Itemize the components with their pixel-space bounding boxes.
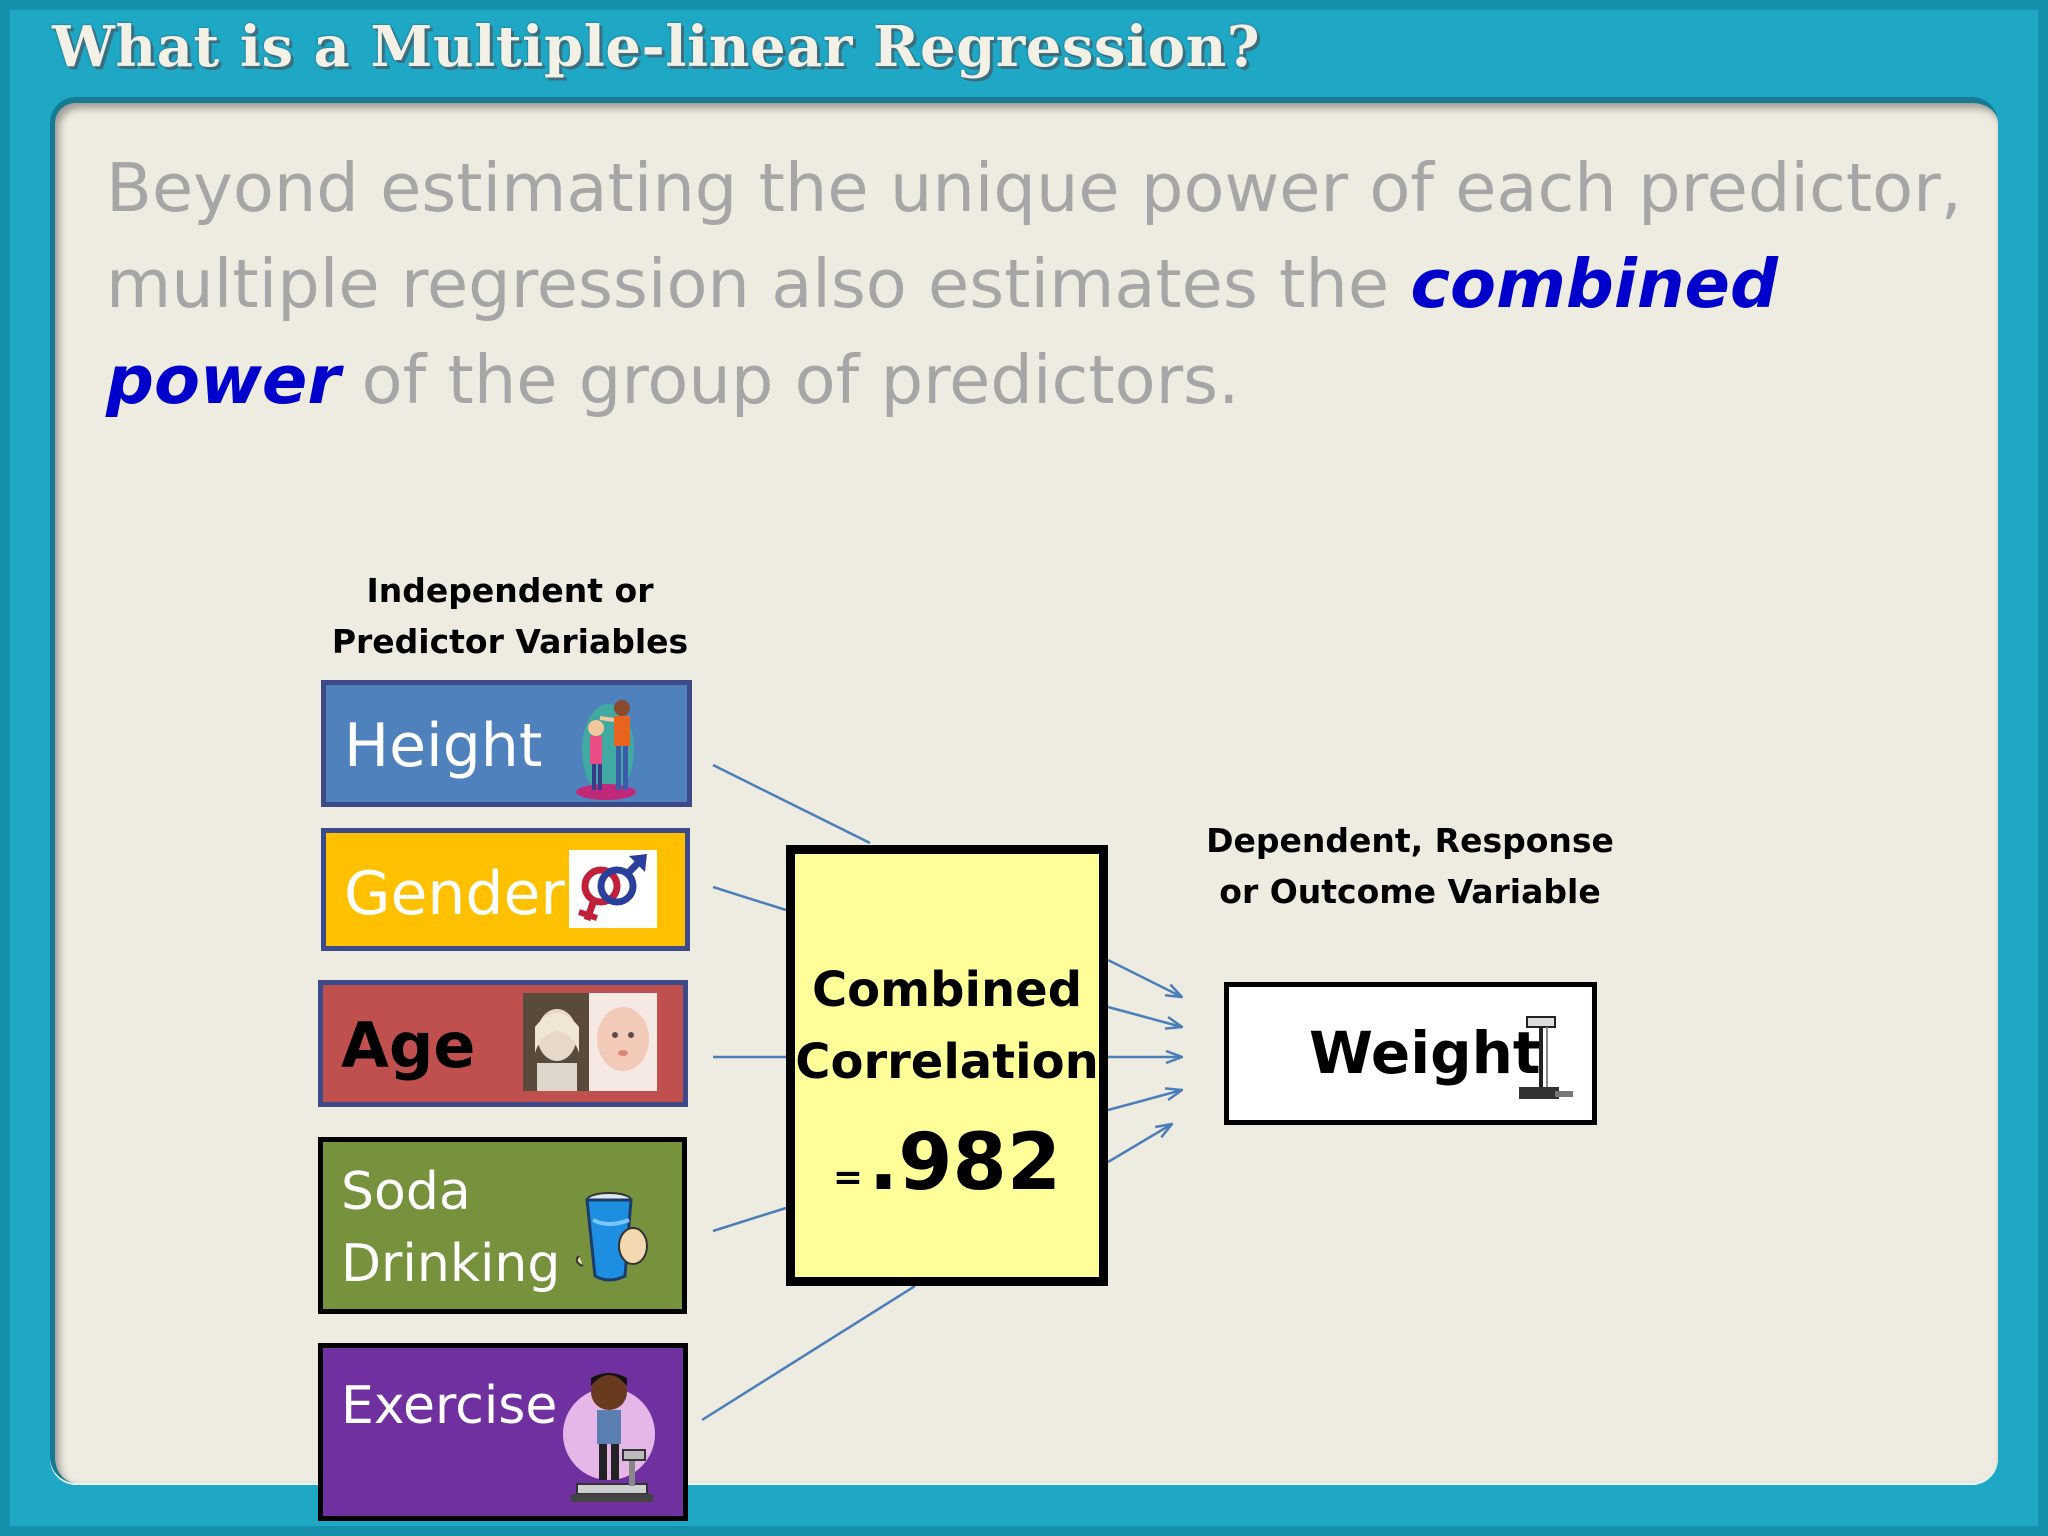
connector-gender xyxy=(712,885,787,912)
age-photos-icon xyxy=(523,993,657,1091)
combined-equals: = xyxy=(832,1157,864,1198)
connector-exercise xyxy=(701,1284,916,1422)
predictor-label-exercise: Exercise xyxy=(341,1376,558,1436)
combined-value: .982 xyxy=(868,1118,1062,1208)
intro-text-part1: Beyond estimating the unique power of ea… xyxy=(106,149,1962,323)
intro-text-part2: of the group of predictors. xyxy=(340,341,1240,419)
predictor-exercise: Exercise xyxy=(318,1343,688,1521)
combined-line1: Combined xyxy=(811,962,1083,1018)
connector-height xyxy=(712,763,871,845)
predictor-label-age: Age xyxy=(341,1009,476,1082)
treadmill-runner-icon xyxy=(563,1373,655,1502)
arrow-to-weight-2 xyxy=(1107,1005,1182,1027)
gender-symbols-icon xyxy=(569,850,657,928)
arrow-to-weight-4 xyxy=(1107,1090,1182,1112)
predictor-label-soda-line1: Soda xyxy=(341,1162,471,1222)
predictor-height: Height xyxy=(321,680,692,807)
predictor-age: Age xyxy=(318,980,688,1107)
outcome-heading: Dependent, Response or Outcome Variable xyxy=(1206,821,1614,911)
scale-icon xyxy=(1519,1016,1573,1099)
connector-soda xyxy=(712,1206,787,1233)
predictor-label-height: Height xyxy=(344,711,543,781)
outcome-weight-box: Weight xyxy=(1224,982,1597,1125)
predictor-label-soda-line2: Drinking xyxy=(341,1234,561,1294)
intro-text: Beyond estimating the unique power of ea… xyxy=(106,140,1986,428)
predictor-gender: Gender xyxy=(321,828,690,951)
height-measuring-icon xyxy=(576,700,636,800)
arrow-to-weight-5 xyxy=(1107,1124,1172,1164)
intro-highlight: combined power xyxy=(106,245,1778,419)
combined-value-row: = .982 xyxy=(795,1118,1099,1208)
predictor-heading: Independent or Predictor Variables xyxy=(331,571,689,661)
predictor-soda-drinking: Soda Drinking xyxy=(318,1137,687,1314)
arrow-to-weight-1 xyxy=(1107,958,1182,997)
outcome-label-weight: Weight xyxy=(1309,1019,1541,1087)
combined-line2: Correlation xyxy=(795,1034,1099,1090)
predictor-label-gender: Gender xyxy=(344,859,566,929)
soda-cup-icon xyxy=(575,1192,648,1282)
combined-correlation-box: Combined Correlation = .982 xyxy=(786,845,1108,1286)
slide-title: What is a Multiple-linear Regression? xyxy=(52,14,1261,80)
